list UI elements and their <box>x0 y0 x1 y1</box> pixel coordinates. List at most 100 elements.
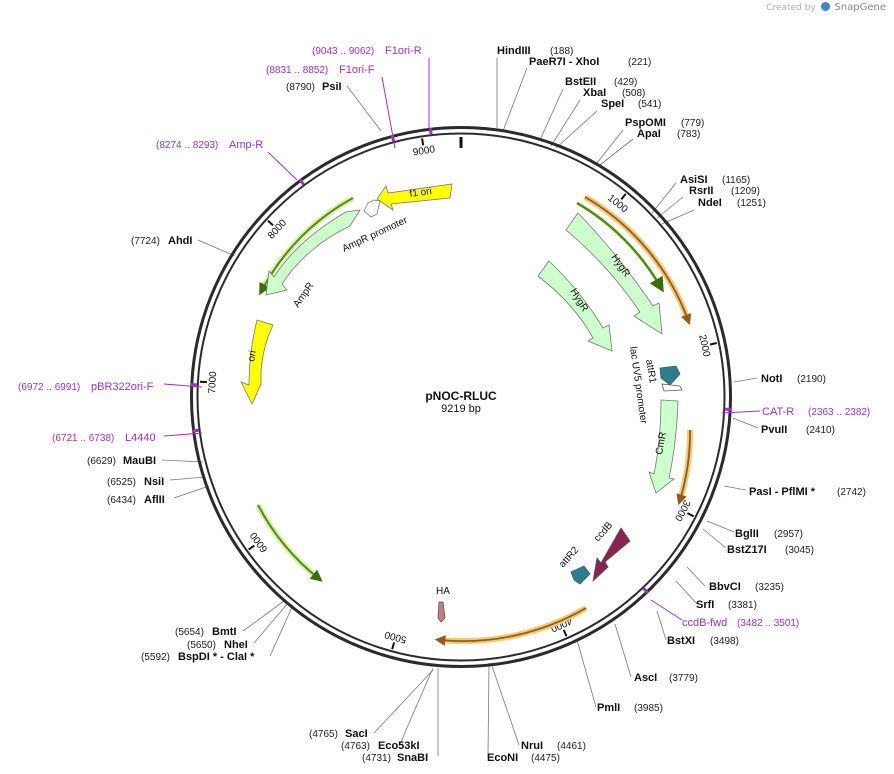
primer-cat-r[interactable]: CAT-R <box>762 406 794 418</box>
bottom-orf-arc <box>434 607 587 646</box>
site-rsrii[interactable]: RsrII <box>689 185 713 197</box>
site-snabi[interactable]: SnaBI <box>397 752 428 764</box>
site-aflii-pos: (6434) <box>107 495 136 506</box>
site-spei[interactable]: SpeI <box>601 98 624 110</box>
attr1-feature <box>659 365 681 386</box>
site-paer7i-pos: (221) <box>628 57 651 68</box>
primer-l4440-range: (6721 .. 6738) <box>52 433 114 444</box>
primer-pbr322ori-f[interactable]: pBR322ori-F <box>91 381 154 393</box>
site-bmti[interactable]: BmtI <box>212 626 236 638</box>
plasmid-backbone <box>190 126 732 668</box>
site-noti[interactable]: NotI <box>761 373 782 385</box>
label-leader-lines <box>161 58 759 757</box>
primer-f1ori-r-range: (9043 .. 9062) <box>312 46 374 57</box>
site-srfi[interactable]: SrfI <box>696 599 714 611</box>
site-maubi[interactable]: MauBI <box>123 455 156 467</box>
tick-label: 9000 <box>412 144 436 158</box>
site-hindiii[interactable]: HindIII <box>497 45 531 57</box>
tick-mark <box>562 629 568 637</box>
site-eco53ki[interactable]: Eco53kI <box>378 740 420 752</box>
site-xbai[interactable]: XbaI <box>583 87 606 99</box>
site-bsteii[interactable]: BstEII <box>565 76 596 88</box>
site-nhei-pos: (5650) <box>187 640 216 651</box>
ha-label: HA <box>436 586 450 597</box>
site-paer7i[interactable]: PaeR7I - XhoI <box>529 56 599 68</box>
site-ndei[interactable]: NdeI <box>698 197 722 209</box>
site-bsteii-pos: (429) <box>614 77 637 88</box>
hygr-cds-arc <box>576 201 664 293</box>
primer-f1ori-f[interactable]: F1ori-F <box>339 64 375 76</box>
site-bspdi-extra: - ClaI * <box>217 651 255 663</box>
site-pvuii[interactable]: PvuII <box>761 424 787 436</box>
tick-mark <box>709 342 718 346</box>
site-saci-pos: (4765) <box>309 729 338 740</box>
site-pmli[interactable]: PmlI <box>597 702 620 714</box>
cmr-feature <box>648 399 679 494</box>
site-asci[interactable]: AscI <box>634 672 657 684</box>
site-xbai-pos: (508) <box>622 88 645 99</box>
site-bstxi-pos: (3498) <box>710 636 739 647</box>
site-srfi-pos: (3381) <box>728 600 757 611</box>
credit-brand: SnapGene <box>834 2 886 13</box>
tick-mark <box>391 642 396 650</box>
tick-label: 2000 <box>696 334 711 358</box>
site-nrui-pos: (4461) <box>557 741 586 752</box>
site-pasi-name: PasI <box>749 486 772 498</box>
cmr-orf-arc <box>676 429 691 506</box>
primer-f1ori-r[interactable]: F1ori-R <box>385 45 422 57</box>
ampr-feature <box>265 209 361 296</box>
site-psii[interactable]: PsiI <box>322 81 342 93</box>
site-bspdi[interactable]: BspDI * - ClaI * <box>178 651 255 663</box>
site-nsii[interactable]: NsiI <box>144 476 164 488</box>
site-pspomi[interactable]: PspOMI <box>625 117 666 129</box>
site-rsrii-pos: (1209) <box>731 186 760 197</box>
site-pasi[interactable]: PasI - PflMI * <box>749 486 816 498</box>
site-econi[interactable]: EcoNI <box>487 752 518 764</box>
attr2-label: attR2 <box>557 545 581 570</box>
primer-mark <box>642 587 649 594</box>
ampr-label: AmpR <box>291 281 316 310</box>
cmr-label: CmR <box>654 431 669 455</box>
f1-ori-label: f1 ori <box>409 186 433 200</box>
left-orf-arc <box>257 504 323 582</box>
site-bspdi-pos: (5592) <box>141 652 170 663</box>
primer-l4440[interactable]: L4440 <box>125 432 156 444</box>
site-bmti-pos: (5654) <box>175 627 204 638</box>
site-aflii[interactable]: AflII <box>144 494 165 506</box>
site-bglii[interactable]: BglII <box>735 528 759 540</box>
site-pasi-extra: - PflMI * <box>772 486 816 498</box>
site-pspomi-pos: (779) <box>681 118 704 129</box>
primer-ccdb-fwd[interactable]: ccdB-fwd <box>682 617 727 629</box>
site-saci[interactable]: SacI <box>345 728 368 740</box>
site-ahdi-pos: (7724) <box>131 236 160 247</box>
site-bglii-pos: (2957) <box>774 529 803 540</box>
site-bspdi-name: BspDI * <box>178 651 218 663</box>
hygr-orf-arc <box>584 196 692 326</box>
plasmid-size: 9219 bp <box>441 403 481 415</box>
primer-mark <box>298 178 305 186</box>
primer-pbr322ori-f-range: (6972 .. 6991) <box>18 382 80 393</box>
ampr-promoter-feature <box>363 199 381 218</box>
site-paer7i-name: PaeR7I <box>529 56 566 68</box>
tick-mark <box>620 193 627 200</box>
site-bstz17i[interactable]: BstZ17I <box>727 544 767 556</box>
primer-cat-r-range: (2363 .. 2382) <box>808 407 870 418</box>
site-apai[interactable]: ApaI <box>637 128 661 140</box>
site-nhei[interactable]: NheI <box>224 639 248 651</box>
site-pasi-pos: (2742) <box>837 487 866 498</box>
tick-mark <box>421 138 425 146</box>
hygr-feature <box>565 212 663 335</box>
primer-f1ori-f-range: (8831 .. 8852) <box>266 65 328 76</box>
primer-amp-r[interactable]: Amp-R <box>229 139 263 151</box>
attr1-label: attR1 <box>643 359 658 385</box>
site-asisi[interactable]: AsiSI <box>680 174 708 186</box>
site-nrui[interactable]: NruI <box>521 740 543 752</box>
tick-label: 3000 <box>672 498 692 523</box>
site-bstxi[interactable]: BstXI <box>667 635 695 647</box>
site-ahdi[interactable]: AhdI <box>168 235 192 247</box>
site-asci-pos: (3779) <box>669 673 698 684</box>
site-bbvci[interactable]: BbvCI <box>709 581 741 593</box>
primer-leader-lines <box>163 58 761 621</box>
